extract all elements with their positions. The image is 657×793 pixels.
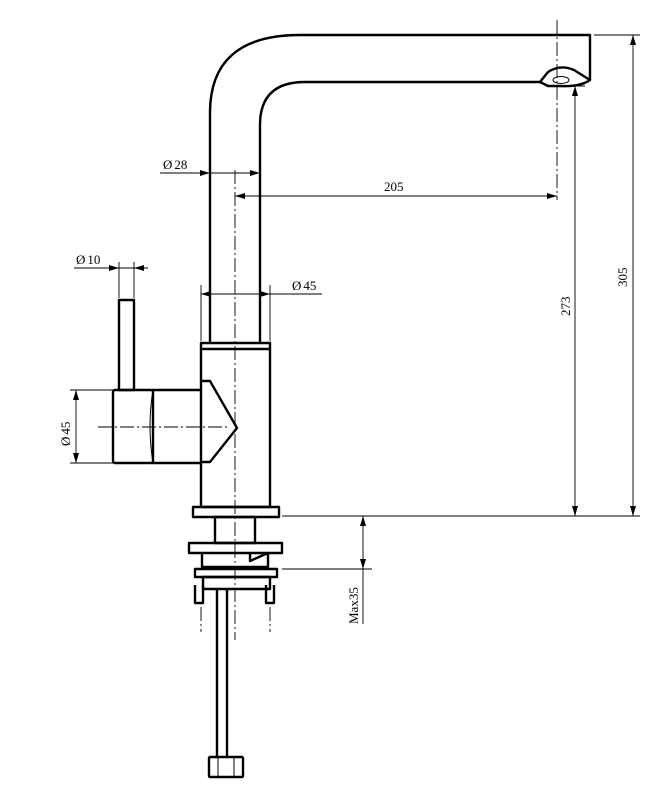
dim-spout-arrow-right bbox=[250, 170, 260, 176]
dim-spout-arrow-left bbox=[200, 170, 210, 176]
spout-outer-edge bbox=[208, 33, 592, 343]
hose-fitting bbox=[207, 755, 245, 779]
dim-body-arrow-left bbox=[201, 291, 211, 297]
dim-273-label: 273 bbox=[558, 297, 573, 317]
dim-305-label: 305 bbox=[615, 268, 630, 288]
center-lines bbox=[98, 20, 558, 640]
mounting-studs bbox=[193, 585, 276, 605]
dim-handle-label: Ø45 bbox=[58, 422, 73, 446]
dim-lever-arrow-left bbox=[109, 265, 119, 271]
dim-305-arrow-bottom bbox=[630, 506, 636, 516]
supply-hose bbox=[215, 589, 229, 757]
dim-max-arrow-top bbox=[360, 516, 366, 526]
handle-cone bbox=[201, 379, 239, 464]
dim-273-arrow-top bbox=[572, 86, 578, 96]
dim-lever-arrow-right bbox=[134, 265, 144, 271]
lever bbox=[117, 298, 136, 392]
handle-neck bbox=[152, 388, 201, 465]
dim-handle-arrow-bottom bbox=[73, 453, 79, 463]
faucet-outline bbox=[111, 33, 592, 779]
nut bbox=[201, 575, 272, 591]
dim-reach-arrow-left bbox=[235, 193, 245, 199]
dim-reach-arrow-right bbox=[547, 193, 557, 199]
spout-inner-edge bbox=[258, 80, 540, 343]
dim-max-label: Max35 bbox=[346, 587, 361, 624]
handle-disk bbox=[111, 388, 155, 465]
base-ring bbox=[191, 505, 281, 519]
dim-body-arrow-right bbox=[260, 291, 270, 297]
dim-305-arrow-top bbox=[630, 35, 636, 45]
dim-273-arrow-bottom bbox=[572, 506, 578, 516]
mounting-plate bbox=[187, 541, 284, 555]
handle-disk-face bbox=[149, 389, 154, 464]
aerator-outlet bbox=[552, 76, 570, 84]
dim-reach-label: 205 bbox=[384, 179, 404, 194]
dim-max-arrow-bottom bbox=[360, 559, 366, 569]
dim-handle-arrow-top bbox=[73, 390, 79, 400]
